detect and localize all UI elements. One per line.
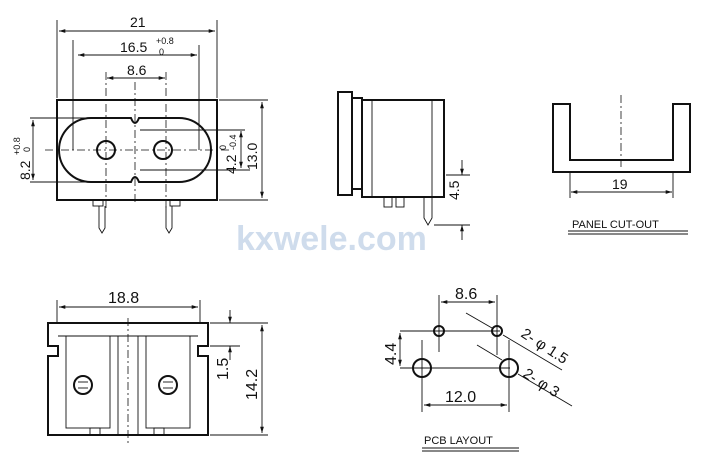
dim-neck-minus: -0.4	[228, 134, 238, 150]
dim-pin-length: 4.5	[446, 180, 462, 200]
dim-height-left-minus: 0	[22, 147, 32, 152]
dim-height-left-plus: +0.8	[12, 137, 22, 155]
large-holes-label: 2- φ 3	[520, 365, 563, 401]
dim-cutout-width: 19	[612, 176, 628, 192]
front-view	[30, 20, 268, 234]
dim-pcb-pitch-large: 12.0	[445, 389, 476, 406]
dim-bottom-height: 14.2	[244, 369, 261, 400]
dim-inner-tol-minus: 0	[159, 47, 164, 57]
pcb-layout-view	[398, 295, 573, 452]
dim-pcb-pitch-small: 8.6	[455, 286, 477, 303]
dim-bottom-width: 18.8	[108, 290, 139, 307]
dim-neck: 4.2	[223, 154, 239, 174]
panel-cutout-view	[552, 95, 691, 235]
dim-inner-width: 16.5	[120, 39, 147, 55]
dim-height-left: 8.2	[17, 160, 33, 180]
dim-pcb-offset: 4.4	[383, 343, 400, 365]
watermark: kxwele.com	[236, 220, 427, 258]
side-view	[337, 91, 470, 240]
dim-flange: 1.5	[215, 358, 232, 380]
dim-height: 13.0	[244, 143, 260, 170]
pcb-layout-label: PCB LAYOUT	[424, 435, 493, 447]
bottom-view	[47, 300, 268, 445]
dim-inner-tol-plus: +0.8	[156, 36, 174, 46]
dim-neck-plus: 0	[218, 145, 228, 150]
dim-width: 21	[130, 14, 146, 30]
panel-cutout-label: PANEL CUT-OUT	[572, 219, 659, 231]
small-holes-label: 2- φ 1.5	[518, 325, 571, 368]
dim-pin-pitch: 8.6	[127, 62, 147, 78]
